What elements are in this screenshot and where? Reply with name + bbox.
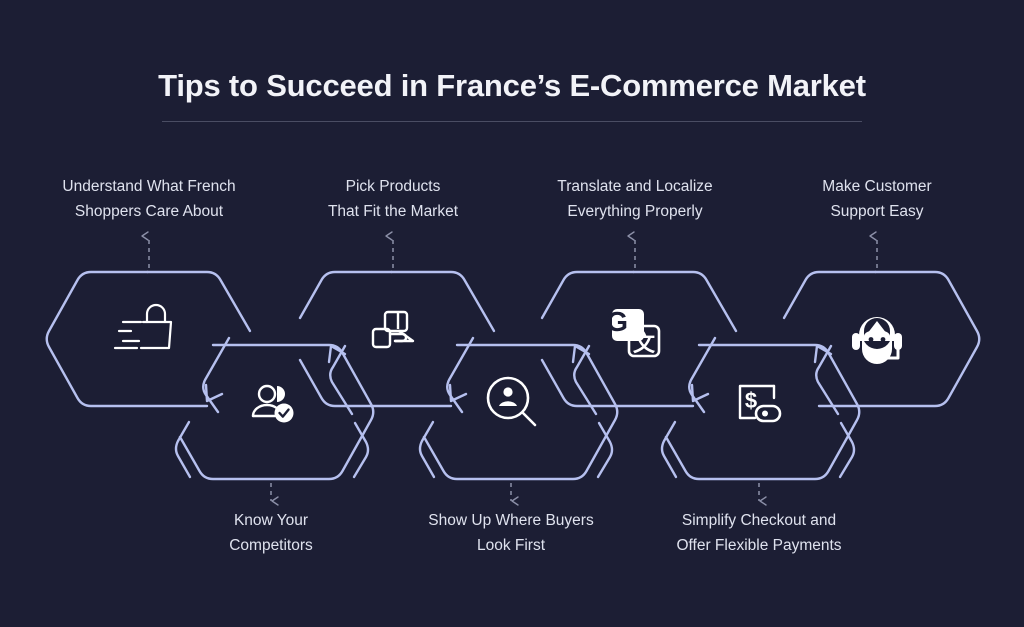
step-label-5: Translate and Localize Everything Proper… [557, 178, 713, 220]
hexagon-6 [664, 343, 861, 481]
step-label-6: Simplify Checkout and Offer Flexible Pay… [676, 512, 842, 554]
hexagon-4 [422, 343, 619, 481]
step-label-7: Make Customer Support Easy [822, 178, 932, 220]
hexagon-3 [298, 270, 496, 408]
hand-holding-boxes-icon [371, 310, 415, 349]
connector-arrow-3-4 [418, 336, 475, 479]
hexagon-1 [45, 270, 252, 408]
hexagon-2 [178, 343, 375, 481]
step-label-1: Understand What French Shoppers Care Abo… [62, 178, 236, 220]
title-divider [162, 121, 862, 122]
connector-arrow-6-7 [813, 344, 856, 479]
shopping-bag-icon [113, 303, 173, 350]
page-title: Tips to Succeed in France’s E-Commerce M… [158, 68, 866, 103]
hexagon-7 [782, 270, 981, 408]
wallet-payment-icon: $ [738, 384, 782, 423]
headset-support-icon [852, 317, 902, 364]
user-search-icon [486, 376, 537, 427]
hexagon-5 [540, 270, 738, 408]
connector-arrow-4-5 [571, 344, 614, 479]
connector-arrow-2-3 [327, 344, 370, 479]
svg-text:文: 文 [633, 331, 656, 357]
svg-text:G: G [606, 306, 628, 337]
svg-text:$: $ [745, 388, 757, 413]
connector-arrow-5-6 [660, 336, 717, 479]
connector-arrow-1-2 [174, 336, 231, 479]
step-label-2: Know Your Competitors [229, 512, 313, 554]
google-translate-icon: G 文 [606, 306, 661, 358]
verified-user-icon [251, 384, 294, 423]
step-label-4: Show Up Where Buyers Look First [428, 512, 594, 554]
step-label-3: Pick Products That Fit the Market [327, 178, 459, 220]
